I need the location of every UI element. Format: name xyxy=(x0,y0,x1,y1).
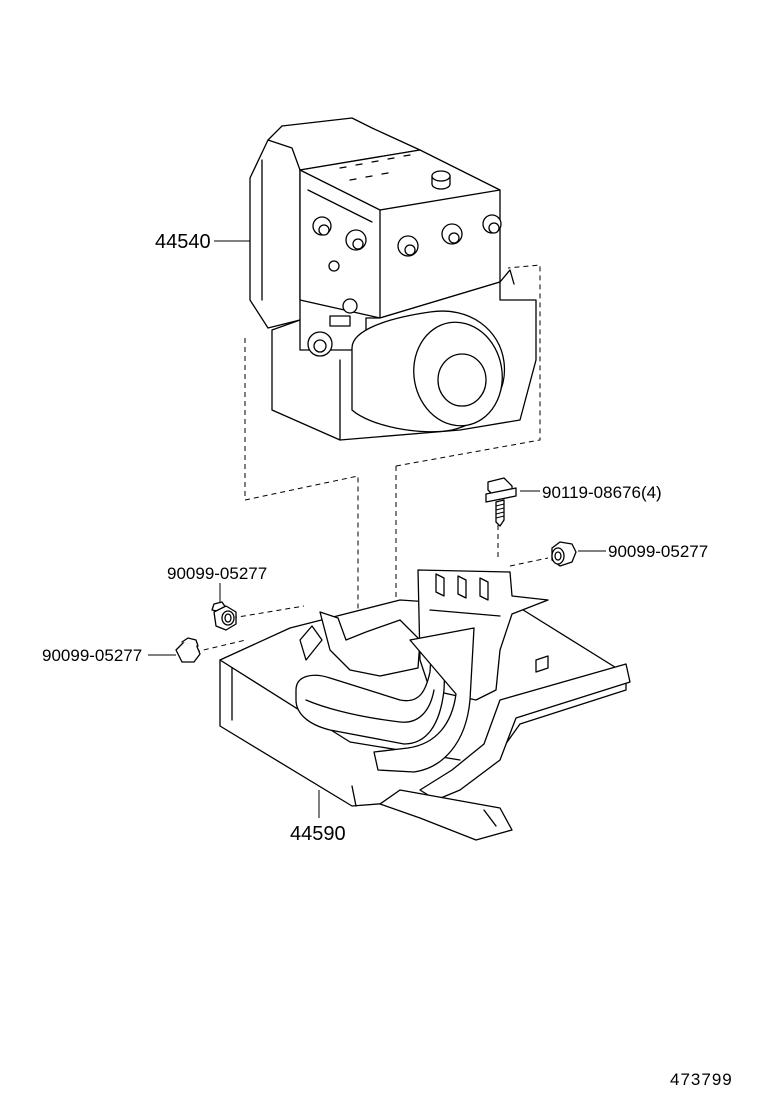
part-label-90099-05277-upper-left: 90099-05277 xyxy=(167,564,267,583)
bracket-drawing xyxy=(219,569,631,841)
part-label-44590: 44590 xyxy=(290,823,346,845)
leader-lines xyxy=(148,240,606,818)
part-label-44540: 44540 xyxy=(155,231,211,253)
nut-right-drawing xyxy=(551,541,577,567)
nut-left-upper-drawing xyxy=(211,601,237,631)
part-label-90119-08676: 90119-08676(4) xyxy=(542,483,662,502)
nut-left-lower-drawing xyxy=(175,637,201,663)
bolt-drawing xyxy=(485,477,517,527)
part-label-90099-05277-lower-left: 90099-05277 xyxy=(42,646,142,665)
locator-dashes xyxy=(194,264,549,653)
part-label-90099-05277-right: 90099-05277 xyxy=(608,542,708,561)
illustration-id: 473799 xyxy=(670,1070,733,1089)
abs-actuator-drawing xyxy=(249,117,537,441)
